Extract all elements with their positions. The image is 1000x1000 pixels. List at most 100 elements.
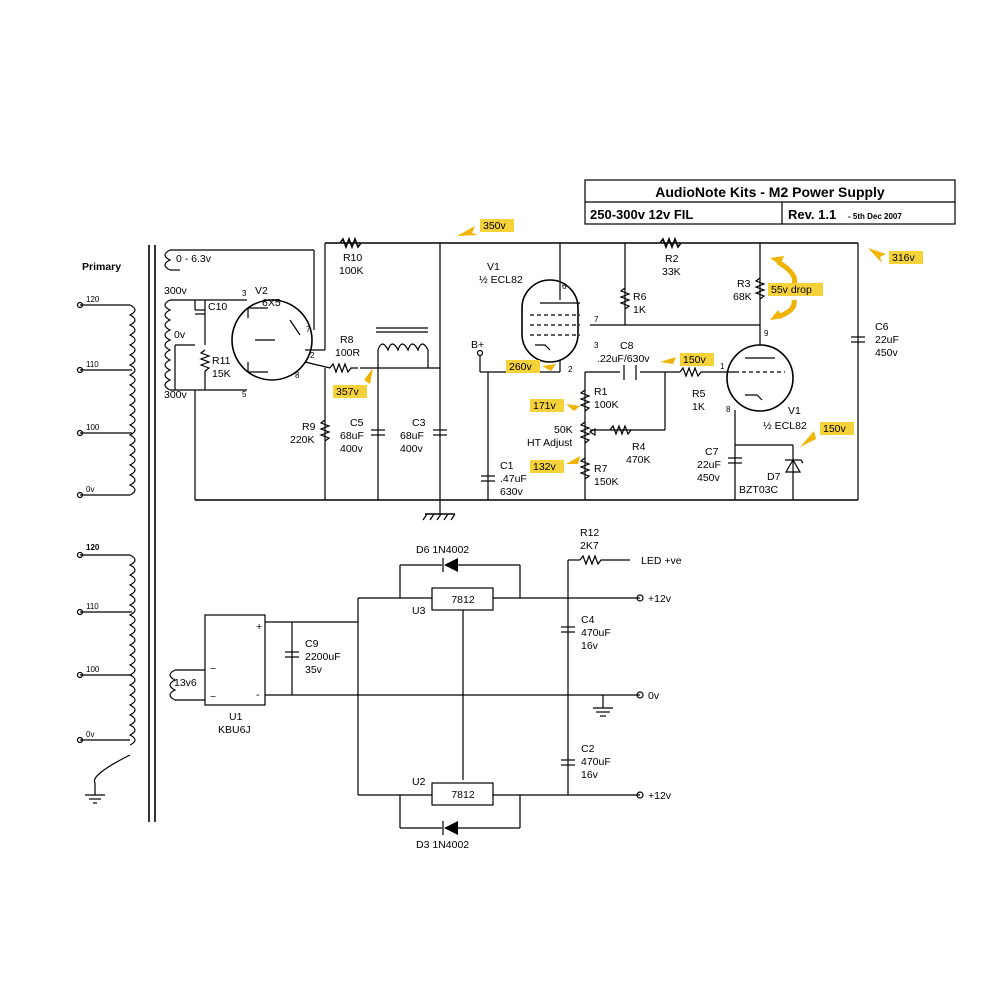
svg-text:R6: R6 <box>633 291 647 303</box>
revision-text: Rev. 1.1 <box>788 207 836 222</box>
svg-text:7812: 7812 <box>451 594 475 606</box>
svg-text:C5: C5 <box>350 417 364 429</box>
svg-text:68K: 68K <box>733 291 752 303</box>
svg-text:U3: U3 <box>412 605 426 617</box>
r3-resistor: R3 68K <box>733 277 766 303</box>
c4-capacitor: C4 470uF 16v <box>561 614 611 652</box>
c3-capacitor: C3 68uF 400v <box>400 417 447 455</box>
heater-winding-label: 0 - 6.3v <box>176 253 212 265</box>
svg-text:BZT03C: BZT03C <box>739 484 779 496</box>
svg-text:+: + <box>256 621 262 633</box>
out-mid-label: 0v <box>648 690 660 702</box>
voltage-tag-132: 132v <box>530 456 580 473</box>
out-top-label: +12v <box>648 593 672 605</box>
svg-text:2: 2 <box>310 351 315 360</box>
svg-text:100K: 100K <box>339 265 364 277</box>
svg-text:~: ~ <box>210 691 216 703</box>
u3-regulator: 7812 U3 <box>412 587 494 617</box>
svg-text:HT Adjust: HT Adjust <box>527 437 572 449</box>
out-bot-label: +12v <box>648 790 672 802</box>
r5-resistor: R5 1K <box>679 366 710 413</box>
r10-resistor: R10 100K <box>339 236 364 277</box>
tap-110-top: 110 <box>86 360 99 369</box>
svg-text:D3 1N4002: D3 1N4002 <box>416 839 469 851</box>
r11-resistor: R11 15K <box>199 349 231 390</box>
date-text: - 5th Dec 2007 <box>848 212 902 221</box>
r4-resistor: R4 470K <box>609 424 651 466</box>
svg-text:35v: 35v <box>305 664 323 676</box>
svg-text:C10: C10 <box>208 301 227 313</box>
ht-ground-icon <box>422 513 456 521</box>
c2-capacitor: C2 470uF 16v <box>561 743 611 781</box>
bplus-terminal: B+ <box>471 339 484 357</box>
voltage-tag-316: 316v <box>868 248 923 264</box>
ht-bottom-label: 300v <box>164 389 188 401</box>
svg-text:5: 5 <box>242 390 247 399</box>
lv-ground-icon <box>593 707 613 717</box>
svg-text:150K: 150K <box>594 476 619 488</box>
primary-label: Primary <box>82 261 121 273</box>
c8-capacitor: C8 .22uF/630v <box>597 340 650 380</box>
svg-text:C3: C3 <box>412 417 426 429</box>
svg-text:R5: R5 <box>692 388 706 400</box>
r6-resistor: R6 1K <box>619 287 647 316</box>
d7-zener-diode: D7 BZT03C <box>739 458 804 496</box>
voltage-tag-357: 357v <box>333 368 373 398</box>
svg-text:220K: 220K <box>290 434 315 446</box>
svg-text:~: ~ <box>210 663 216 675</box>
tap-110-bottom: 110 <box>86 602 99 611</box>
svg-text:D6 1N4002: D6 1N4002 <box>416 544 469 556</box>
svg-text:357v: 357v <box>336 386 360 398</box>
svg-text:R7: R7 <box>594 463 608 475</box>
svg-text:C4: C4 <box>581 614 595 626</box>
svg-text:260v: 260v <box>509 361 533 373</box>
c5-capacitor: C5 68uF 400v <box>340 417 385 455</box>
svg-text:½ ECL82: ½ ECL82 <box>763 420 807 432</box>
c10-capacitor: C10 <box>195 301 227 315</box>
r2-resistor: R2 33K <box>659 236 682 278</box>
u1-bridge-rectifier: ~ ~ + - U1 KBU6J <box>204 614 266 736</box>
svg-text:R10: R10 <box>343 252 362 264</box>
ht-adjust-potentiometer: 50K HT Adjust <box>527 421 596 449</box>
svg-text:100K: 100K <box>594 399 619 411</box>
svg-text:.22uF/630v: .22uF/630v <box>597 353 650 365</box>
svg-text:C8: C8 <box>620 340 634 352</box>
svg-text:8: 8 <box>726 405 731 414</box>
svg-text:22uF: 22uF <box>697 459 721 471</box>
r8-resistor: R8 100R <box>329 334 361 374</box>
svg-text:.47uF: .47uF <box>500 473 527 485</box>
ht-center-label: 0v <box>174 329 186 341</box>
earth-ground-icon <box>85 794 105 804</box>
svg-text:2200uF: 2200uF <box>305 651 341 663</box>
svg-text:350v: 350v <box>483 220 507 232</box>
svg-text:C6: C6 <box>875 321 889 333</box>
svg-text:LED +ve: LED +ve <box>641 555 682 567</box>
svg-text:6: 6 <box>562 282 567 291</box>
voltage-tag-150b: 150v <box>800 422 854 447</box>
svg-text:450v: 450v <box>697 472 721 484</box>
svg-text:D7: D7 <box>767 471 781 483</box>
svg-text:3: 3 <box>594 341 599 350</box>
ht-wiring <box>170 242 859 521</box>
svg-text:16v: 16v <box>581 769 599 781</box>
v1b-ecl82-valve: 9 1 8 V1 ½ ECL82 <box>720 329 807 432</box>
svg-text:470uF: 470uF <box>581 627 611 639</box>
svg-text:16v: 16v <box>581 640 599 652</box>
svg-text:7: 7 <box>306 325 311 334</box>
svg-text:V1: V1 <box>487 261 500 273</box>
svg-text:630v: 630v <box>500 486 524 498</box>
svg-text:1: 1 <box>720 362 725 371</box>
c6-capacitor: C6 22uF 450v <box>851 321 899 359</box>
svg-text:R11: R11 <box>212 355 231 367</box>
svg-text:3: 3 <box>242 289 247 298</box>
r12-resistor: R12 2K7 LED +ve <box>579 527 682 567</box>
r7-resistor: R7 150K <box>579 457 619 488</box>
svg-text:R8: R8 <box>340 334 354 346</box>
voltage-tag-55v-drop: 55v drop <box>768 256 823 320</box>
svg-text:U2: U2 <box>412 776 426 788</box>
tap-0v-top: 0v <box>86 485 94 494</box>
svg-text:½ ECL82: ½ ECL82 <box>479 274 523 286</box>
svg-text:R12: R12 <box>580 527 599 539</box>
c9-capacitor: C9 2200uF 35v <box>285 638 341 676</box>
